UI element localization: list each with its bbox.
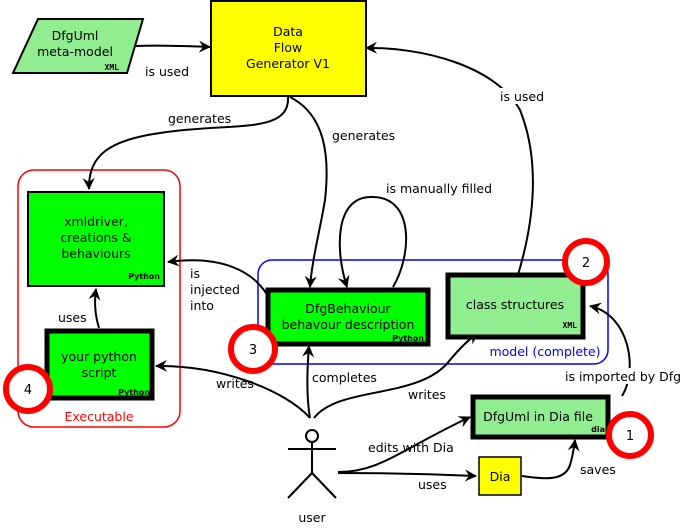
node-meta-model[interactable]: DfgUml meta-model XML xyxy=(11,18,145,74)
dia-tag: dia xyxy=(591,425,605,434)
svg-text:your python: your python xyxy=(61,349,137,364)
edge-behaviour-to-xmldriver xyxy=(167,254,271,301)
edge-meta-to-generator xyxy=(135,40,211,53)
edge-user-to-behaviour xyxy=(302,345,315,419)
edge-label-manually-filled: is manually filled xyxy=(386,181,492,196)
user-icon xyxy=(305,429,319,443)
python-tag: Python xyxy=(128,272,160,281)
svg-text:behavour description: behavour description xyxy=(282,317,415,332)
edge-user-to-script xyxy=(155,359,311,419)
edge-class-to-generator xyxy=(365,41,534,279)
edge-label-imported: is imported by Dfg xyxy=(565,369,681,384)
edge-label-writes-class: writes xyxy=(408,387,446,402)
edge-label-generates-left: generates xyxy=(168,111,231,126)
step-marker-3: 3 xyxy=(228,324,278,374)
svg-text:meta-model: meta-model xyxy=(37,44,113,59)
edge-label-uses-dia: uses xyxy=(418,477,447,492)
edge-generator-to-xmldriver xyxy=(82,96,290,190)
svg-text:1: 1 xyxy=(626,429,634,444)
executable-group xyxy=(17,169,181,428)
node-behaviour[interactable]: DfgBehaviour behavour description Python xyxy=(265,287,431,347)
edge-label-saves: saves xyxy=(580,462,616,477)
edge-label-uses-script: uses xyxy=(58,310,87,325)
edge-label-injected-2: injected xyxy=(190,282,240,297)
edge-user-to-class xyxy=(313,332,479,419)
svg-text:xmldriver,: xmldriver, xyxy=(64,214,128,229)
xml-tag: XML xyxy=(105,63,120,72)
python-tag: Python xyxy=(118,388,150,397)
model-group xyxy=(257,259,609,365)
node-dia-tool[interactable]: Dia xyxy=(478,456,522,496)
step-marker-1: 1 xyxy=(606,411,654,459)
edge-label-class-is-used: is used xyxy=(500,89,544,104)
svg-text:Generator V1: Generator V1 xyxy=(246,56,330,71)
user-label: user xyxy=(298,510,326,525)
svg-text:DfgUml: DfgUml xyxy=(52,28,99,43)
edge-label-writes-script: writes xyxy=(216,376,254,391)
edge-label-injected-3: into xyxy=(190,298,214,313)
node-dia-file[interactable]: DfgUml in Dia file dia xyxy=(470,394,611,440)
node-xmldriver[interactable]: xmldriver, creations & behaviours Python xyxy=(27,191,165,287)
edge-label-meta-is-used: is used xyxy=(145,64,189,79)
step-marker-2: 2 xyxy=(562,238,610,286)
svg-text:2: 2 xyxy=(582,256,590,271)
svg-text:class structures: class structures xyxy=(466,297,564,312)
step-marker-4: 4 xyxy=(3,364,53,414)
svg-text:script: script xyxy=(82,365,117,380)
svg-text:DfgBehaviour: DfgBehaviour xyxy=(305,301,391,316)
svg-text:3: 3 xyxy=(249,343,257,358)
svg-text:behaviours: behaviours xyxy=(61,246,130,261)
edge-label-injected-1: is xyxy=(190,266,200,281)
edge-label-generates-mid: generates xyxy=(332,128,395,143)
edge-dia-file-to-class xyxy=(589,302,631,397)
xml-tag: XML xyxy=(563,321,578,330)
edge-dia-saves-file xyxy=(521,439,580,480)
svg-text:Data: Data xyxy=(273,24,303,39)
node-generator[interactable]: Data Flow Generator V1 xyxy=(210,0,367,97)
executable-group-label: Executable xyxy=(64,409,133,424)
model-group-label: model (complete) xyxy=(489,344,600,359)
edge-script-to-xmldriver xyxy=(88,288,101,329)
svg-text:4: 4 xyxy=(24,383,32,398)
node-class-structures[interactable]: class structures XML xyxy=(445,272,586,340)
svg-text:Flow: Flow xyxy=(274,40,303,55)
edge-user-edits-dia-file xyxy=(337,416,471,473)
svg-text:creations &: creations & xyxy=(60,230,132,245)
user-actor[interactable] xyxy=(287,429,337,499)
edge-label-completes: completes xyxy=(312,370,377,385)
edge-manually-filled-loop xyxy=(337,195,408,288)
svg-text:DfgUml in Dia file: DfgUml in Dia file xyxy=(483,409,593,424)
python-tag: Python xyxy=(392,334,424,343)
svg-text:Dia: Dia xyxy=(490,469,511,484)
edge-user-uses-dia xyxy=(337,469,477,482)
edge-label-edits: edits with Dia xyxy=(368,440,454,455)
node-python-script[interactable]: your python script Python xyxy=(44,328,155,401)
edge-generator-to-behaviour xyxy=(289,96,328,288)
